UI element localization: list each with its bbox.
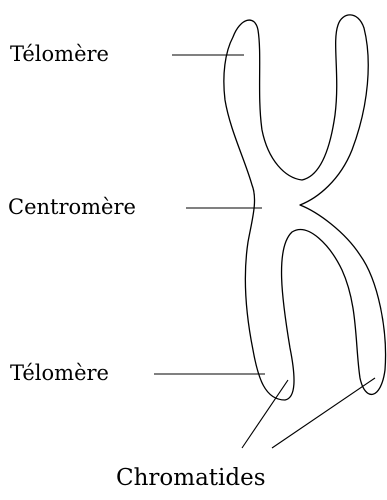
chromatid-left-leader xyxy=(242,380,288,448)
chromatides-label: Chromatides xyxy=(116,465,266,491)
telomere-top-label: Télomère xyxy=(10,42,109,66)
telomere-bottom-label: Télomère xyxy=(10,361,109,385)
centromere-label: Centromère xyxy=(8,195,136,219)
chromosome-outline xyxy=(224,15,386,400)
chromatid-right-leader xyxy=(272,378,375,448)
